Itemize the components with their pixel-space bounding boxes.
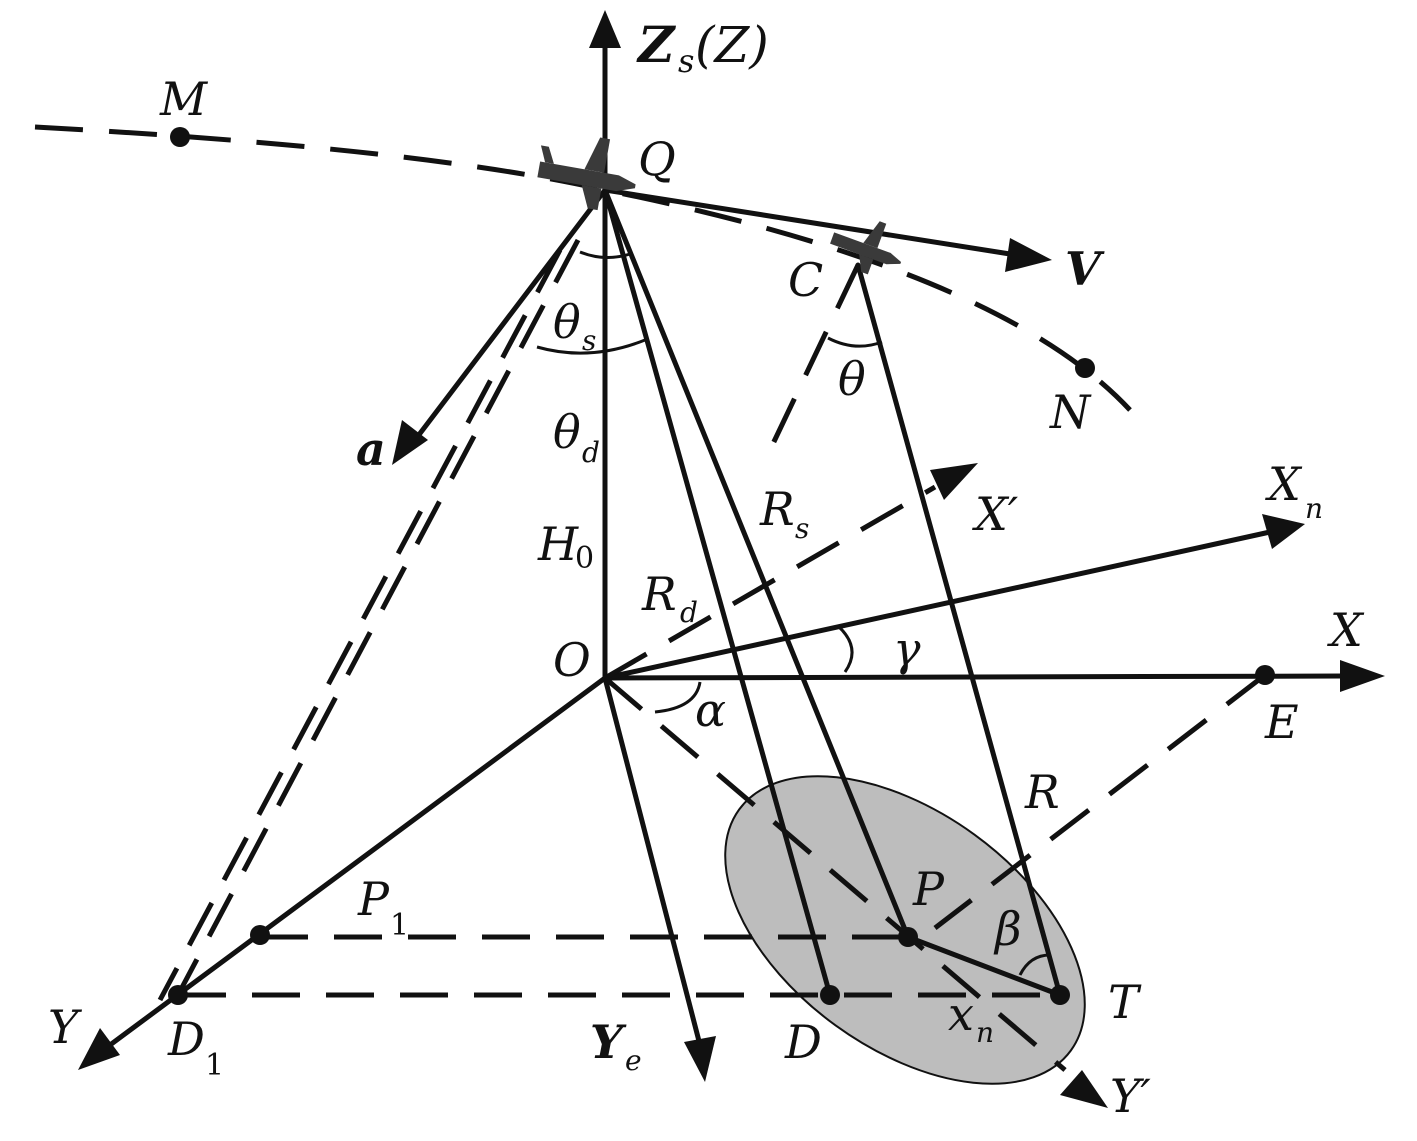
label-ye-sub: e	[625, 1044, 642, 1077]
label-x: X	[1327, 603, 1365, 657]
label-xn: X	[1265, 457, 1303, 511]
label-xn-sub: n	[1305, 492, 1323, 525]
gamma-arc	[836, 624, 854, 673]
label-e: E	[1264, 695, 1299, 749]
label-alpha: α	[695, 683, 726, 737]
label-r: R	[1024, 765, 1060, 819]
velocity-vector	[602, 187, 1013, 257]
point-T	[1050, 985, 1070, 1005]
point-N	[1075, 358, 1095, 378]
xprime-arrowhead	[930, 463, 978, 500]
xn-axis	[602, 529, 1273, 681]
label-xn-small-sub: n	[976, 1016, 994, 1049]
acceleration-arrowhead	[392, 420, 428, 465]
label-rs: R	[759, 482, 795, 536]
q-d1-dashed-a	[175, 238, 581, 997]
label-beta: β	[993, 902, 1022, 956]
label-theta-d-sub: d	[582, 436, 600, 469]
label-h0: H	[537, 517, 579, 571]
label-gamma: γ	[893, 622, 921, 676]
q-d1-dashed-b	[157, 248, 563, 1002]
label-p: P	[912, 862, 945, 916]
point-P	[898, 927, 918, 947]
theta-s-arc	[536, 338, 646, 355]
label-zs: Z	[636, 15, 677, 74]
label-rd: R	[641, 567, 677, 621]
label-rs-sub: s	[795, 512, 809, 545]
beta-arc	[1018, 953, 1051, 976]
point-D1	[168, 985, 188, 1005]
label-h0-sub: 0	[575, 541, 594, 576]
label-m: M	[159, 72, 209, 126]
label-theta: θ	[838, 352, 866, 406]
label-theta-d: θ	[553, 405, 581, 459]
yprime-axis	[603, 676, 1067, 1072]
x-arrowhead	[1340, 660, 1385, 692]
label-yprime: Y′	[1110, 1069, 1151, 1123]
theta-arc	[827, 336, 883, 348]
velocity-arrowhead	[1005, 238, 1052, 272]
label-p1: P	[357, 872, 390, 926]
label-theta-s-sub: s	[582, 324, 596, 357]
label-ye: Y	[590, 1015, 627, 1069]
point-E	[1255, 665, 1275, 685]
zs-arrowhead	[589, 10, 621, 48]
point-D	[820, 985, 840, 1005]
acceleration-vector	[412, 187, 608, 443]
label-xprime: X′	[972, 487, 1019, 541]
label-p1-sub: 1	[390, 908, 409, 943]
aircraft-c-icon	[830, 221, 902, 275]
c-dashed	[767, 263, 861, 452]
p-t-line	[905, 934, 1063, 998]
range-r-line	[855, 262, 1063, 998]
label-d1-sub: 1	[205, 1048, 224, 1083]
yprime-arrowhead	[1060, 1070, 1108, 1108]
ye-arrowhead	[684, 1036, 716, 1082]
label-y: Y	[48, 1000, 83, 1054]
point-M	[170, 127, 190, 147]
label-v: V	[1065, 242, 1105, 296]
xn-arrowhead	[1262, 514, 1305, 549]
y-axis	[107, 675, 608, 1048]
theta-d-arc	[579, 250, 631, 259]
label-zs-sub: s	[678, 42, 694, 80]
label-zs-paren: (Z)	[695, 16, 769, 74]
alpha-arc	[654, 681, 702, 714]
label-n: N	[1049, 385, 1092, 439]
label-a: a	[356, 422, 386, 476]
y-arrowhead	[78, 1028, 120, 1070]
point-P1	[250, 925, 270, 945]
label-o: O	[553, 633, 591, 687]
label-xn-small: x	[948, 987, 974, 1041]
x-axis	[602, 673, 1348, 681]
label-rd-sub: d	[680, 596, 698, 629]
label-theta-s: θ	[553, 295, 581, 349]
label-d1: D	[167, 1012, 205, 1066]
xprime-axis	[603, 484, 937, 681]
ye-axis	[602, 675, 703, 1048]
range-rd-line	[602, 187, 833, 998]
label-c: C	[788, 253, 823, 307]
label-d: D	[784, 1015, 822, 1069]
range-rs-line	[602, 187, 911, 940]
label-t: T	[1108, 975, 1142, 1029]
aircraft-q-icon	[537, 137, 636, 211]
flight-path	[34, 124, 1132, 412]
label-q: Q	[638, 132, 676, 186]
